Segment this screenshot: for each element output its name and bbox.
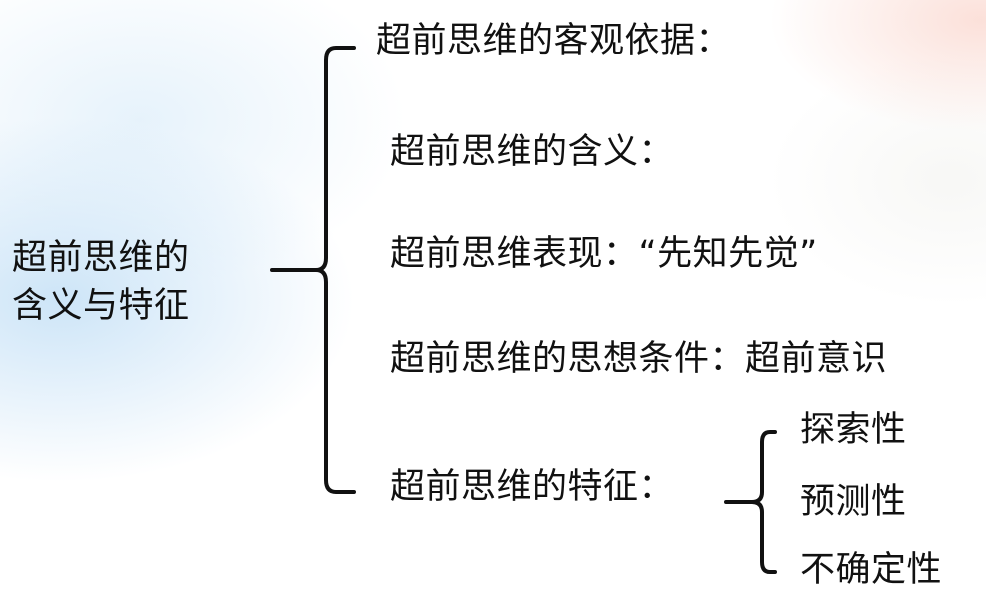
feature-predictive: 预测性 [800, 482, 907, 522]
branch-meaning: 超前思维的含义： [390, 132, 675, 172]
feature-bracket [724, 430, 777, 574]
root-topic: 超前思维的 含义与特征 [12, 234, 242, 330]
main-bracket [270, 46, 356, 494]
branch-manifestation: 超前思维表现：“先知先觉” [390, 234, 818, 274]
branch-objective-basis: 超前思维的客观依据： [376, 21, 732, 61]
root-topic-line-2: 含义与特征 [12, 286, 190, 326]
branch-ideological-condition: 超前思维的思想条件：超前意识 [390, 339, 888, 379]
root-topic-line-1: 超前思维的 [12, 238, 190, 278]
branch-characteristics: 超前思维的特征： [390, 467, 675, 507]
feature-exploratory: 探索性 [800, 410, 907, 450]
feature-uncertain: 不确定性 [800, 550, 943, 590]
